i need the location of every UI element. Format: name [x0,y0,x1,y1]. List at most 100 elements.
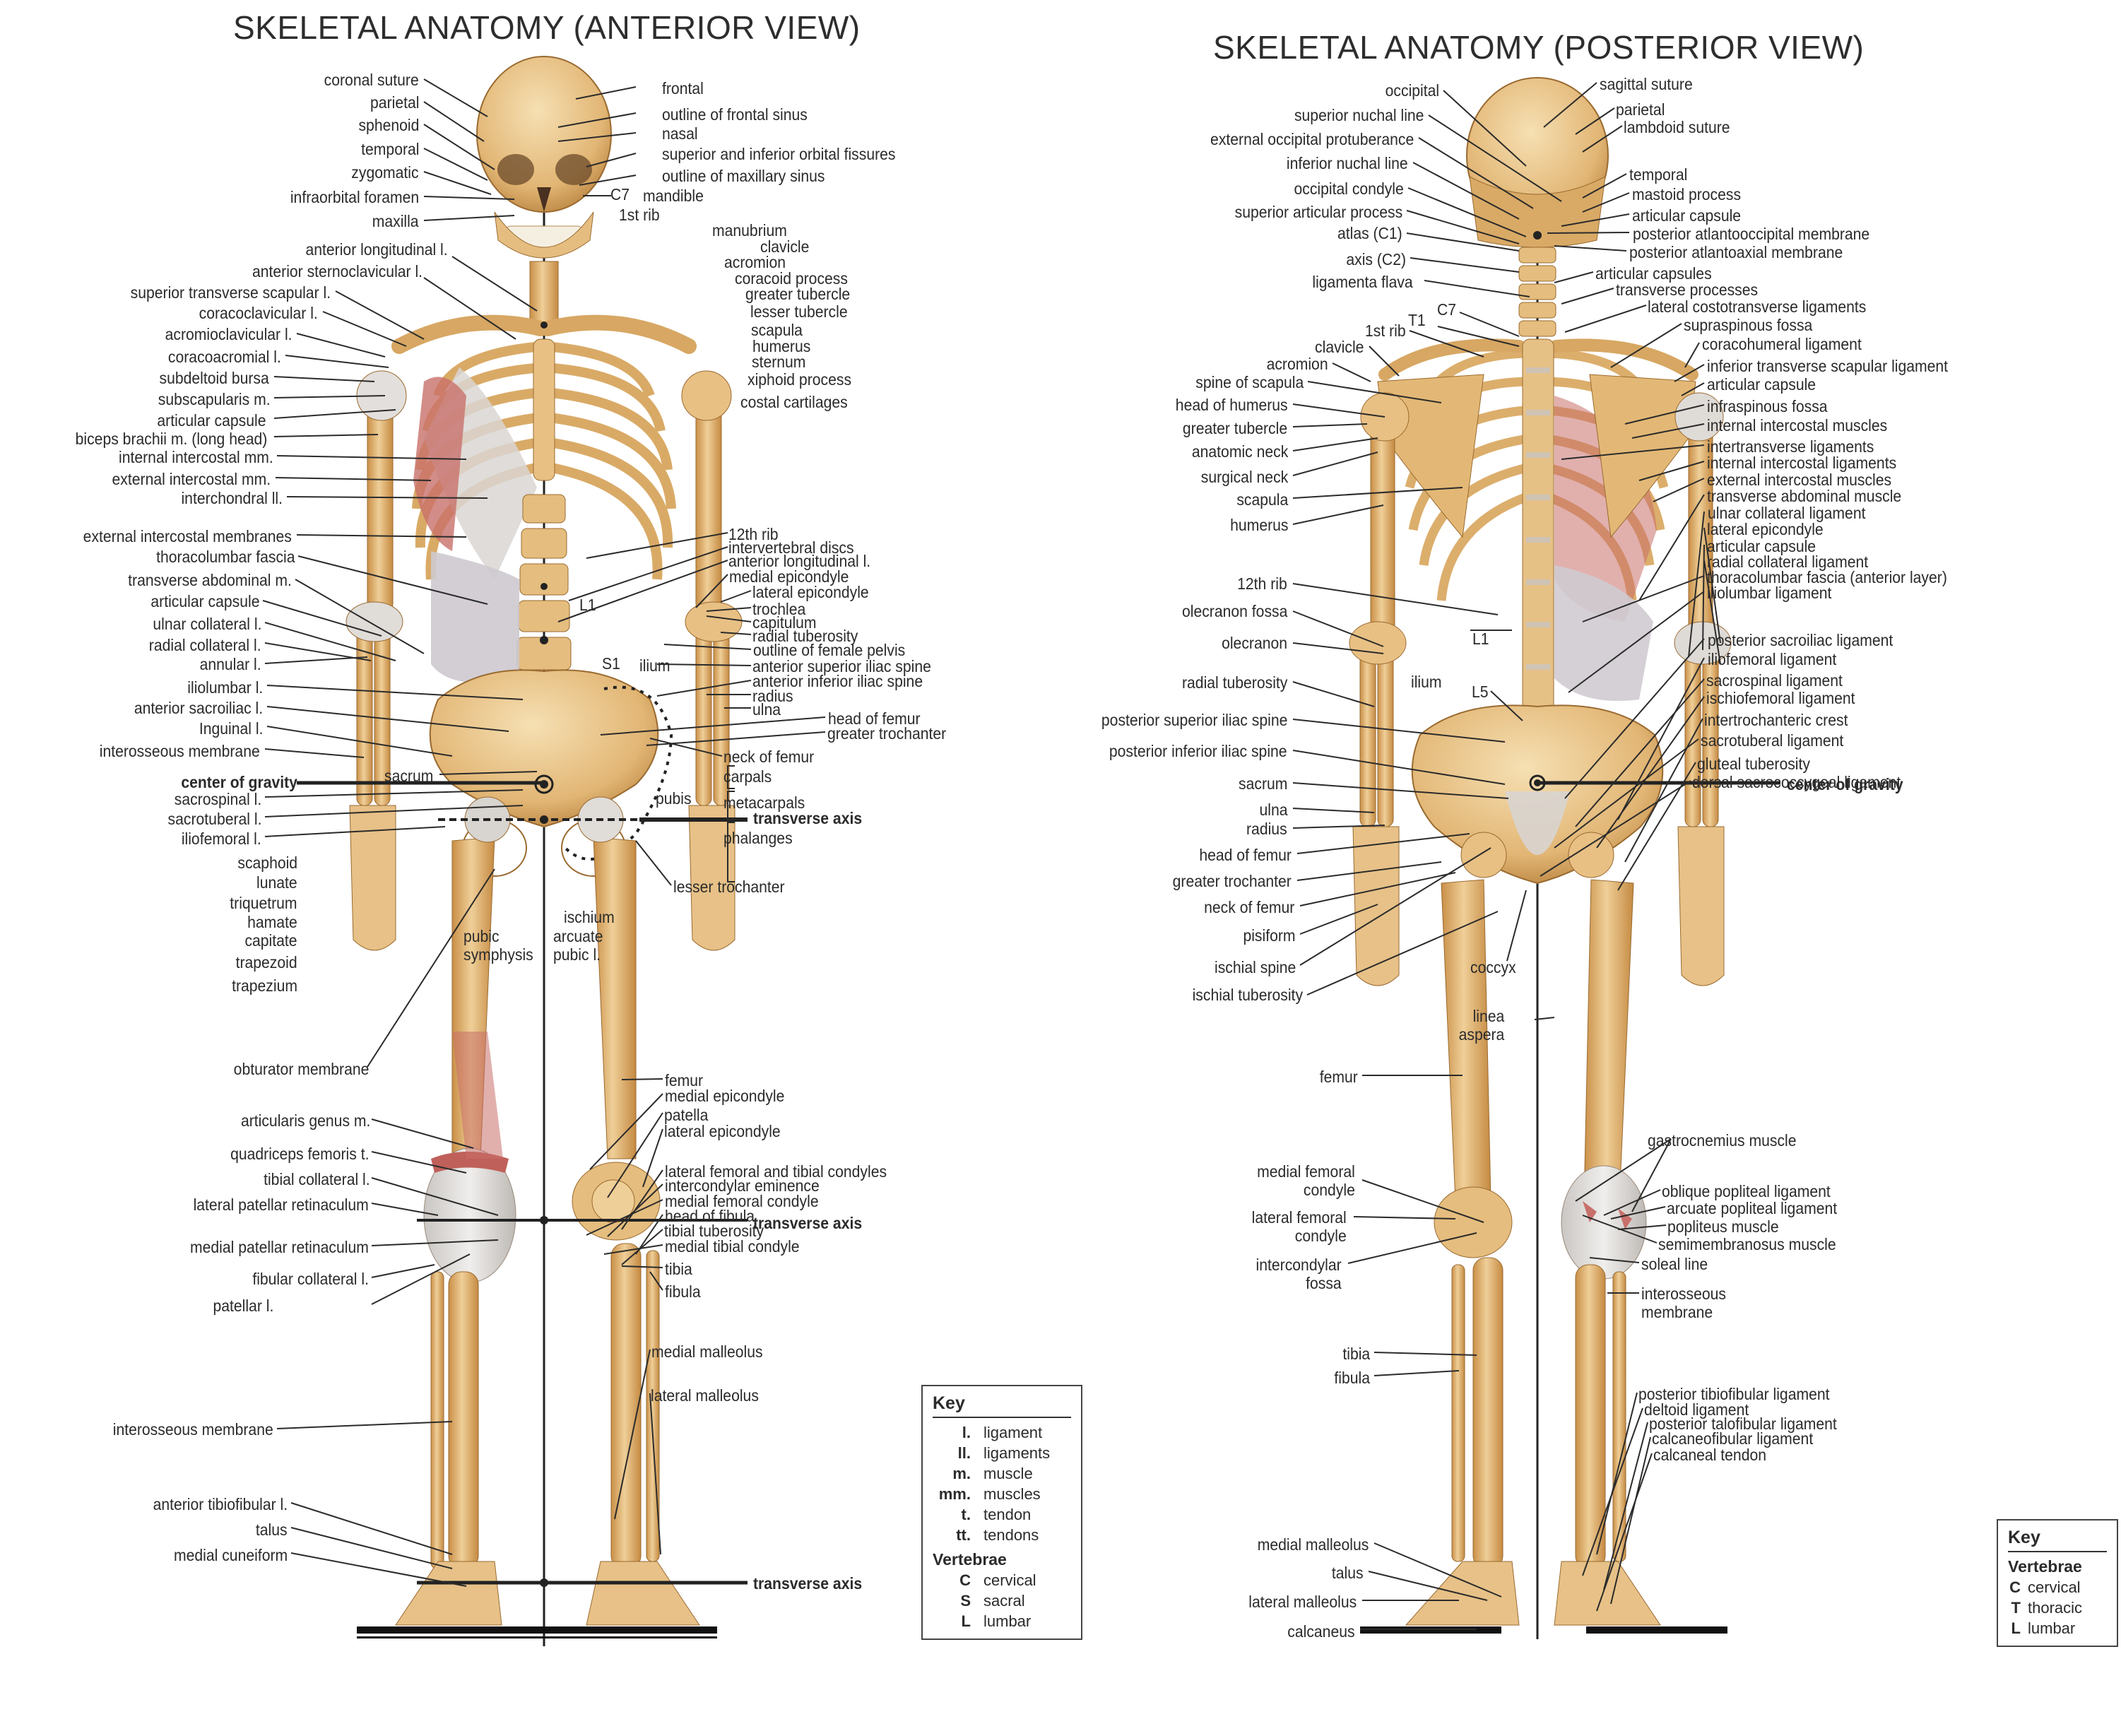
anatomy-label: frontal [662,79,704,98]
anatomy-label: radius [1246,820,1287,838]
anatomy-label: maxilla [372,212,419,230]
anatomy-label: acromioclavicular l. [165,325,293,343]
anatomy-label: internal intercostal muscles [1707,416,1888,435]
anatomy-label: C7 [1437,300,1457,319]
anatomy-label: external intercostal membranes [83,527,292,545]
anatomy-label: olecranon [1222,634,1287,652]
anatomy-label: gastrocnemius muscle [1648,1131,1797,1150]
anatomy-label: ulnar collateral ligament [1708,504,1866,522]
anatomy-label: anterior superior iliac spine [752,657,931,675]
anatomy-label: inferior transverse scapular ligament [1707,357,1949,375]
anatomy-label: S1 [602,654,620,673]
anatomy-label: sacrotuberal ligament [1701,731,1844,750]
anatomy-label: femur [665,1071,704,1090]
anatomy-label: articular capsule [1707,375,1816,394]
anatomy-label: L5 [1472,683,1489,701]
anatomy-label: occipital [1385,81,1439,100]
anatomy-label: 1st rib [1365,321,1406,340]
anatomy-label: fibular collateral l. [252,1270,369,1288]
anatomy-label: sacrum [384,767,434,785]
anatomy-label: outline of female pelvis [753,641,906,659]
anatomy-label: intertransverse ligaments [1707,437,1874,456]
anatomy-label: radial collateral ligament [1707,553,1869,571]
anatomy-label: medial epicondyle [729,567,849,586]
anatomy-label: coracoacromial l. [168,348,281,366]
anatomy-label: sternum [752,353,806,371]
anatomy-label: mandible [643,187,704,205]
anatomy-label: subscapularis m. [158,390,271,408]
anatomy-label: nasal [662,124,698,143]
anatomy-label: articular capsule [156,411,266,430]
anatomy-label: lateral femoral and tibial condyles [665,1162,887,1181]
anatomy-label: anterior sacroiliac l. [134,699,263,717]
anatomy-label: transverse processes [1616,281,1759,299]
anatomy-label: Inguinal l. [199,719,263,738]
anatomy-label: lunate [256,873,297,892]
anatomy-label: zygomatic [351,163,419,182]
anatomy-label: iliolumbar l. [187,678,263,697]
anatomy-label: anterior tibiofibular l. [153,1495,288,1513]
anatomy-label: scaphoid [237,854,297,872]
anatomy-label: neck of femur [723,748,815,766]
anatomy-label: neck of femur [1203,898,1294,916]
anatomy-label: axis (C2) [1346,250,1406,268]
anatomy-label: intertrochanteric crest [1704,711,1848,729]
anatomy-label: lambdoid suture [1624,118,1730,136]
anatomy-label: xiphoid process [748,370,852,389]
anatomy-label: medial tibial condyle [665,1237,800,1256]
anatomy-label: capitate [244,931,297,950]
anatomy-label: transverse abdominal muscle [1707,487,1902,505]
key-vertebrae-title: Vertebrae [933,1550,1007,1569]
anatomy-label: lateral epicondyle [664,1122,781,1140]
key-title: Key [933,1393,1071,1418]
anatomy-label: interosseous membrane [1641,1285,1726,1321]
anatomy-label: manubrium [712,221,787,240]
anatomy-label: medial femoral condyle [665,1192,819,1210]
anatomy-label: transverse axis [753,809,863,827]
anatomy-label: lateral costotransverse ligaments [1648,297,1867,316]
anatomy-label: 12th rib [728,525,779,543]
anatomy-label: calcaneofibular ligament [1652,1429,1814,1448]
anatomy-label: ischiofemoral ligament [1706,689,1855,707]
anatomy-label: sphenoid [358,116,419,134]
key-row: m.muscle [952,1465,1033,1482]
anatomy-label: biceps brachii m. (long head) [75,430,267,448]
anatomy-label: radial tuberosity [1181,673,1287,692]
anatomy-label: ulna [752,700,781,719]
anatomy-label: clavicle [1314,338,1364,356]
anatomy-label: inferior nuchal line [1287,154,1408,172]
anatomy-label: iliofemoral ligament [1708,650,1837,668]
anatomy-label: occipital condyle [1294,179,1404,198]
anatomy-label: radial tuberosity [752,627,858,645]
anatomy-label: internal intercostal ligaments [1707,454,1897,472]
anterior-leader-lines [262,78,826,1587]
anatomy-label: center of gravity [1787,775,1903,793]
anatomy-label: arcuate popliteal ligament [1667,1199,1838,1217]
anatomy-label: ilium [639,656,670,675]
anatomy-label: lateral patellar retinaculum [193,1195,369,1214]
anatomy-label: thoracolumbar fascia (anterior layer) [1707,568,1947,586]
anatomy-label: surgical neck [1200,468,1288,486]
anatomy-label: coracoclavicular l. [199,304,318,322]
anatomy-label: 1st rib [619,206,660,224]
anatomy-label: greater tubercle [745,285,851,303]
anatomy-label: arcuate pubic l. [553,927,603,964]
anterior-key-box: Key l.ligament ll.ligaments m.muscle mm.… [921,1385,1082,1640]
key-row: t.tendon [961,1506,1032,1523]
anatomy-label: medial cuneiform [173,1546,288,1564]
anatomy-label: superior nuchal line [1294,106,1424,124]
anatomy-label: 12th rib [1237,574,1287,593]
anatomy-label: ischial spine [1214,958,1296,976]
anatomy-label: iliolumbar ligament [1707,584,1832,602]
anterior-title: SKELETAL ANATOMY (ANTERIOR VIEW) [233,9,861,46]
anatomy-label: calcaneal tendon [1653,1446,1767,1464]
anatomy-label: temporal [1629,165,1688,184]
anatomy-label: medial epicondyle [665,1087,785,1105]
anatomy-label: patella [664,1106,709,1124]
anatomy-label: humerus [752,337,811,355]
anatomy-label: transverse abdominal m. [128,571,292,589]
anatomy-label: superior articular process [1234,203,1402,221]
anatomy-label: posterior sacroiliac ligament [1708,631,1893,649]
